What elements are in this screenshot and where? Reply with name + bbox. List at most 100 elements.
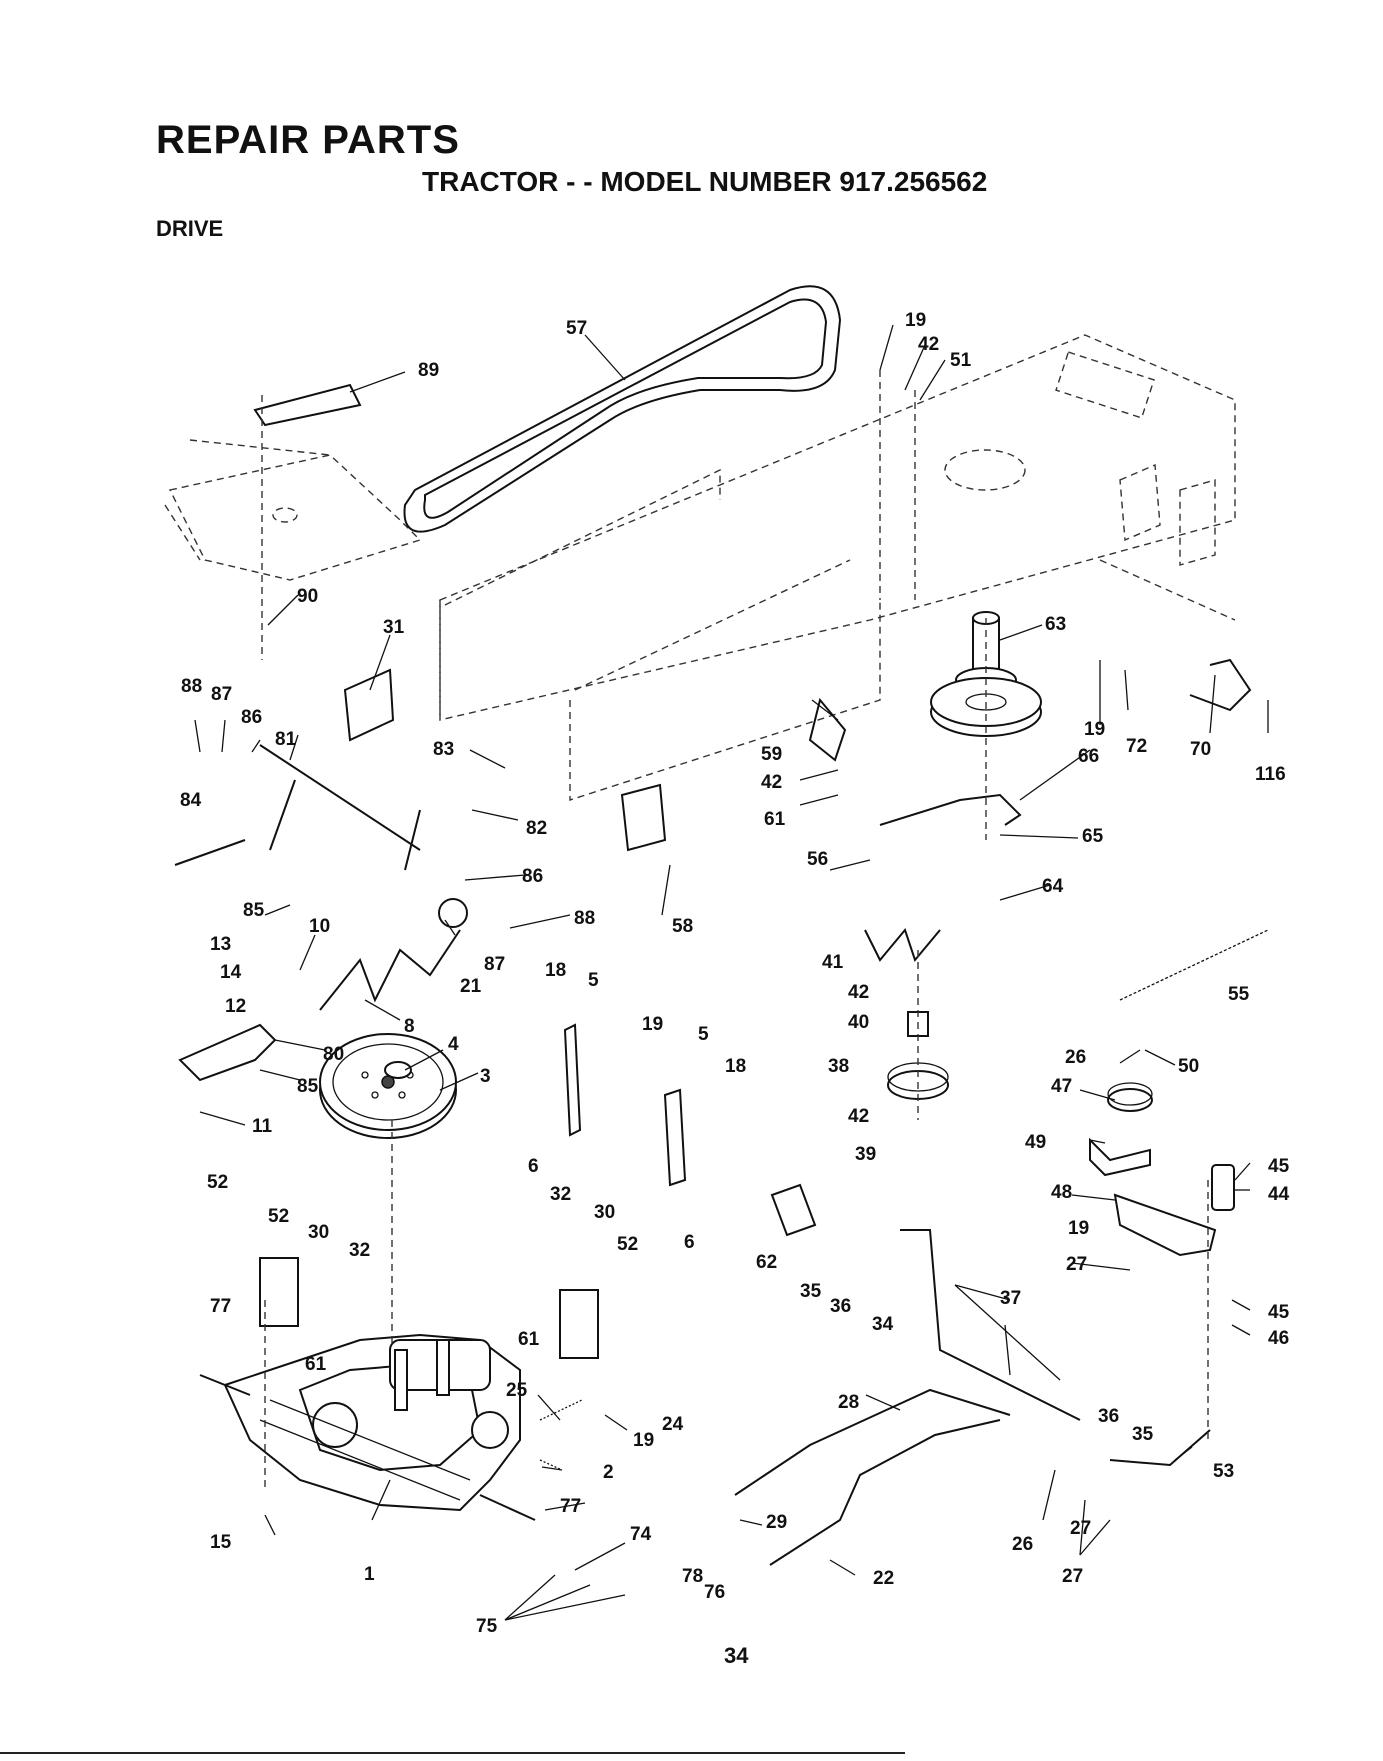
shift-rod-84	[174, 839, 246, 866]
label-65: 65	[1082, 826, 1104, 847]
label-82: 82	[526, 818, 547, 839]
label-55: 55	[1228, 984, 1250, 1005]
label-6: 6	[528, 1156, 539, 1177]
label-29: 29	[766, 1512, 787, 1533]
bracket-41	[864, 927, 941, 963]
label-52: 52	[617, 1234, 638, 1255]
label-87: 87	[484, 954, 505, 975]
label-75: 75	[476, 1616, 498, 1637]
spring-bracket-59	[808, 697, 847, 762]
label-90: 90	[297, 586, 318, 607]
label-45: 45	[1268, 1156, 1290, 1177]
label-26: 26	[1065, 1047, 1086, 1068]
label-15: 15	[210, 1532, 232, 1553]
label-37: 37	[1000, 1288, 1021, 1309]
bracket-80	[178, 1023, 277, 1082]
label-18: 18	[545, 960, 566, 981]
shield-31	[343, 668, 395, 742]
rod-28	[734, 1388, 1011, 1496]
spring-25	[539, 1399, 583, 1421]
label-5: 5	[588, 970, 599, 991]
spacer-44	[1211, 1164, 1235, 1211]
label-56: 56	[807, 849, 828, 870]
knob-21	[438, 898, 468, 928]
label-45: 45	[1268, 1302, 1290, 1323]
label-38: 38	[828, 1056, 849, 1077]
label-24: 24	[662, 1414, 684, 1435]
label-31: 31	[383, 617, 405, 638]
label-48: 48	[1051, 1182, 1072, 1203]
label-42: 42	[848, 982, 869, 1003]
label-41: 41	[822, 952, 844, 973]
label-52: 52	[207, 1172, 228, 1193]
shift-shaft-81	[259, 744, 421, 871]
label-52: 52	[268, 1206, 289, 1227]
label-36: 36	[830, 1296, 851, 1317]
emblem-89	[253, 383, 362, 427]
label-89: 89	[418, 360, 439, 381]
rod-22	[769, 1419, 1001, 1566]
label-70: 70	[1190, 739, 1211, 760]
page-number: 34	[724, 1643, 749, 1668]
drive-belt	[403, 285, 842, 533]
label-61: 61	[305, 1354, 327, 1375]
label-39: 39	[855, 1144, 876, 1165]
label-47: 47	[1051, 1076, 1072, 1097]
pulley-47	[1107, 1088, 1153, 1112]
label-50: 50	[1178, 1056, 1199, 1077]
bracket-49	[1089, 1137, 1151, 1177]
spring-70	[1189, 658, 1252, 712]
label-85: 85	[243, 900, 265, 921]
label-58: 58	[672, 916, 693, 937]
label-19: 19	[1068, 1218, 1089, 1239]
label-53: 53	[1213, 1461, 1234, 1482]
label-51: 51	[950, 350, 972, 371]
label-72: 72	[1126, 736, 1147, 757]
spring-2	[539, 1459, 563, 1471]
label-30: 30	[594, 1202, 615, 1223]
model-subtitle: TRACTOR - - MODEL NUMBER 917.256562	[422, 166, 988, 197]
label-62: 62	[756, 1252, 777, 1273]
label-27: 27	[1070, 1518, 1091, 1539]
spacer-62	[770, 1183, 817, 1237]
label-4: 4	[448, 1034, 459, 1055]
label-74: 74	[630, 1524, 652, 1545]
label-87: 87	[211, 684, 232, 705]
transaxle	[199, 1333, 536, 1521]
label-42: 42	[918, 334, 939, 355]
leader-lines	[194, 324, 1269, 1621]
bracket-5-left	[563, 1023, 582, 1137]
label-84: 84	[180, 790, 202, 811]
label-86: 86	[522, 866, 543, 887]
label-12: 12	[225, 996, 246, 1017]
retainer-ring-4	[384, 1061, 412, 1079]
label-66: 66	[1078, 746, 1099, 767]
clutch-rod-34	[900, 1229, 1081, 1421]
label-25: 25	[506, 1380, 528, 1401]
frame-outline	[439, 334, 1236, 801]
label-11: 11	[252, 1116, 273, 1137]
label-76: 76	[704, 1582, 725, 1603]
label-5: 5	[698, 1024, 709, 1045]
label-86: 86	[241, 707, 262, 728]
label-21: 21	[460, 976, 482, 997]
bracket-30-right	[559, 1289, 599, 1359]
label-13: 13	[210, 934, 231, 955]
label-46: 46	[1268, 1328, 1289, 1349]
bracket-5-right	[663, 1088, 687, 1187]
label-81: 81	[275, 729, 297, 750]
label-27: 27	[1062, 1566, 1083, 1587]
label-10: 10	[309, 916, 330, 937]
label-88: 88	[181, 676, 202, 697]
bracket-66	[879, 793, 1022, 826]
label-30: 30	[308, 1222, 329, 1243]
label-26: 26	[1012, 1534, 1033, 1555]
label-44: 44	[1268, 1184, 1290, 1205]
label-6: 6	[684, 1232, 695, 1253]
page-title: REPAIR PARTS	[156, 118, 460, 162]
label-35: 35	[1132, 1424, 1154, 1445]
label-42: 42	[761, 772, 782, 793]
label-32: 32	[550, 1184, 571, 1205]
label-59: 59	[761, 744, 782, 765]
label-32: 32	[349, 1240, 370, 1261]
